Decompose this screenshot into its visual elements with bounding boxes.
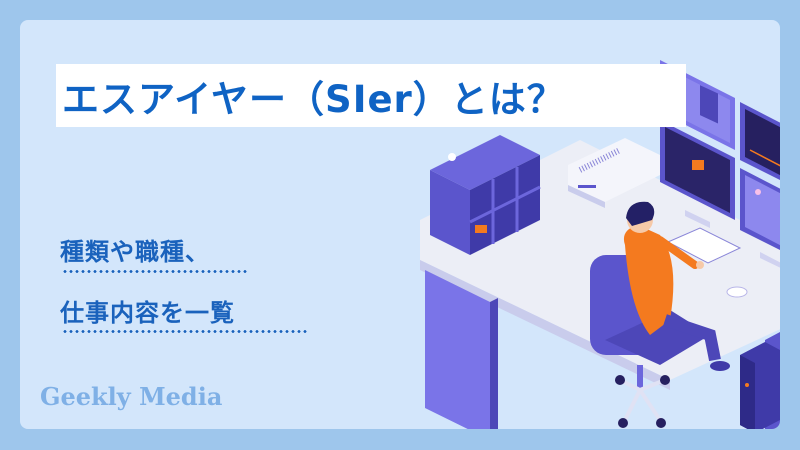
banner-card: エスアイヤー（SIer）とは？ 種類や職種、 仕事内容を一覧 Geekly Me… — [20, 20, 780, 429]
keyboard-icon — [666, 227, 742, 264]
orange-box-icon — [475, 225, 487, 233]
printer-icon — [568, 138, 660, 208]
page-title: エスアイヤー（SIer）とは？ — [62, 77, 565, 121]
monitor-bottom-left-icon — [660, 120, 735, 228]
title-box: エスアイヤー（SIer）とは？ — [56, 64, 686, 127]
person-icon — [623, 201, 730, 371]
dotted-underline-2 — [62, 330, 308, 333]
brand-logo: Geekly Media — [40, 382, 223, 411]
monitor-top-right-icon — [740, 102, 780, 180]
mouse-icon — [726, 286, 748, 298]
monitor-bottom-right-icon — [740, 168, 780, 268]
dotted-underline-1 — [62, 270, 248, 273]
shelf-icon — [430, 135, 541, 255]
subtitle-line-1: 種類や職種、 — [60, 238, 210, 266]
subtitle-line-2: 仕事内容を一覧 — [60, 299, 235, 327]
pc-tower-icon — [740, 342, 780, 429]
office-illustration — [420, 60, 780, 429]
